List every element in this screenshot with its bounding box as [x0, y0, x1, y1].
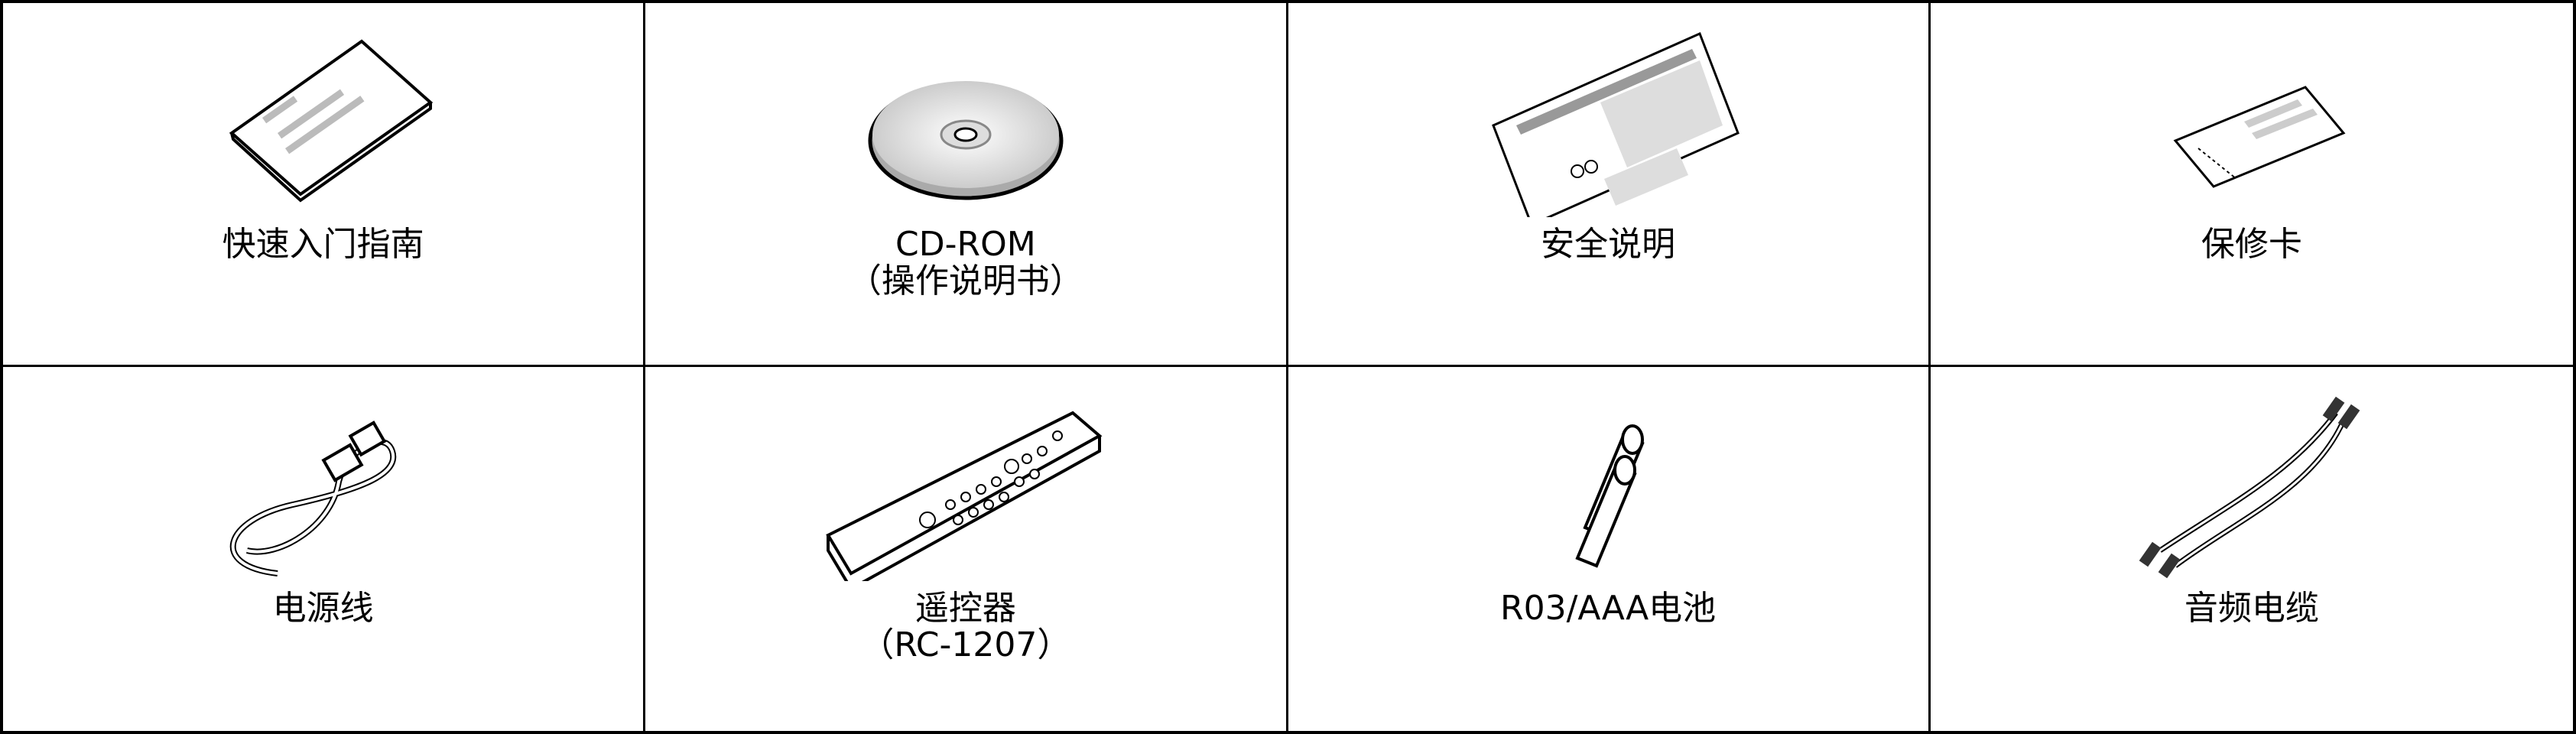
- accessory-label: 电源线: [272, 589, 374, 628]
- accessory-label: 遥控器（RC-1207）: [860, 589, 1071, 664]
- cd-rom-icon: [868, 81, 1064, 200]
- accessory-label: 安全说明: [1541, 225, 1676, 264]
- safety-sheet-icon: [1492, 31, 1740, 217]
- accessory-cell-quick-start: 快速入门指南: [3, 3, 646, 367]
- accessory-cell-audio-cable: 音频电缆: [1931, 367, 2573, 731]
- accessory-label: 快速入门指南: [222, 225, 424, 264]
- accessory-cell-remote: 遥控器（RC-1207）: [645, 367, 1288, 731]
- accessory-cell-safety: 安全说明: [1288, 3, 1931, 367]
- accessory-label: R03/AAA电池: [1500, 589, 1717, 628]
- accessory-label: CD-ROM（操作说明书）: [847, 225, 1083, 300]
- remote-control-icon: [826, 411, 1103, 581]
- accessory-cell-cd-rom: CD-ROM（操作说明书）: [645, 3, 1288, 367]
- batteries-icon: [1575, 424, 1645, 568]
- accessory-label: 保修卡: [2201, 225, 2302, 264]
- warranty-card-icon: [2173, 86, 2346, 188]
- accessory-cell-batteries: R03/AAA电池: [1288, 367, 1931, 731]
- accessory-cell-power-cord: 电源线: [3, 367, 646, 731]
- booklet-icon: [229, 39, 433, 203]
- power-cord-icon: [229, 421, 396, 576]
- accessory-cell-warranty: 保修卡: [1930, 3, 2573, 367]
- accessory-label: 音频电缆: [2184, 589, 2319, 628]
- audio-cable-icon: [2139, 396, 2360, 579]
